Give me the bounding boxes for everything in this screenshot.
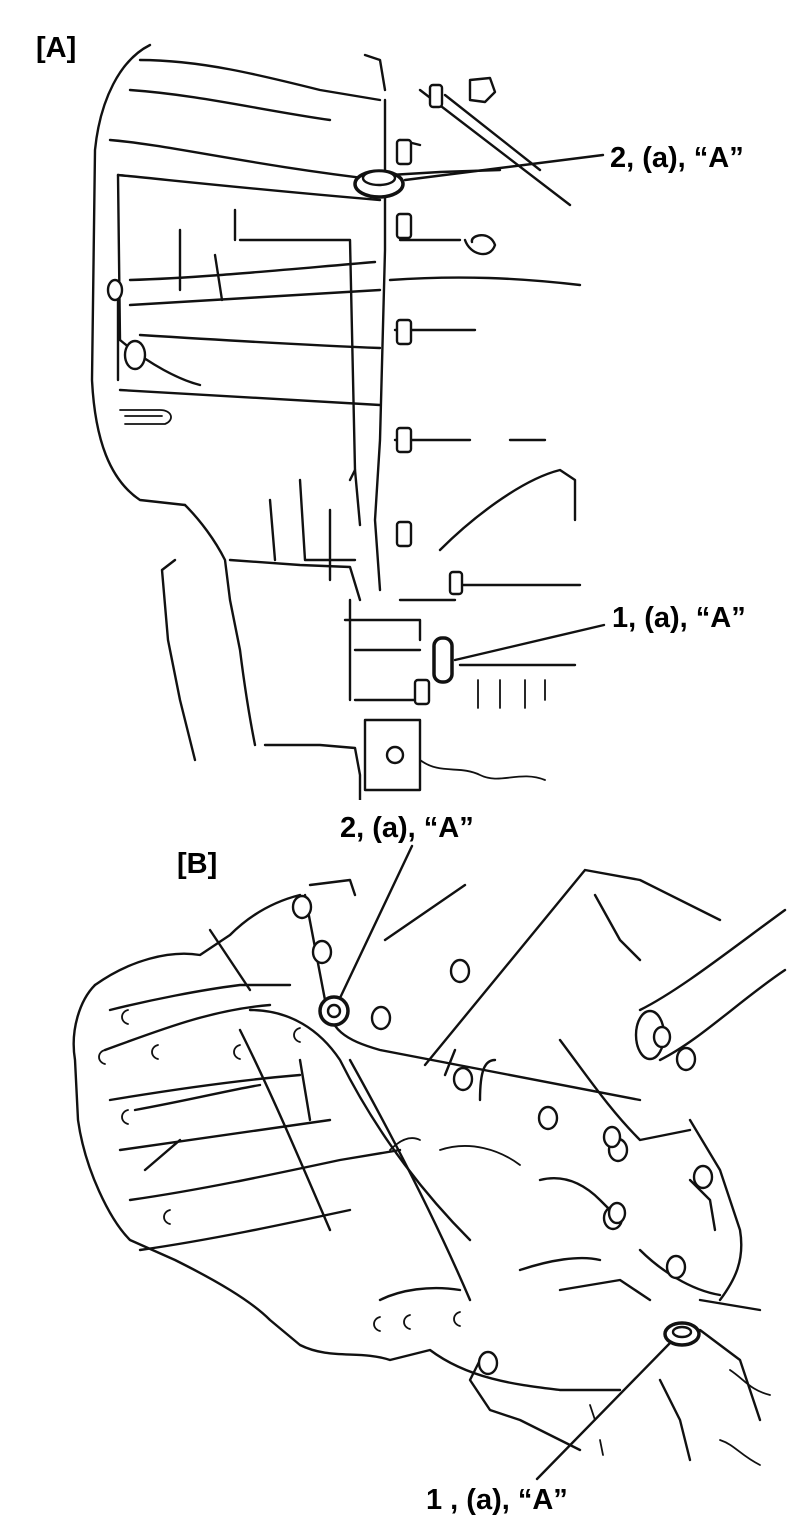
- view-a-leader-1: [453, 623, 606, 662]
- view-b-leader-1: [535, 1341, 672, 1481]
- view-a-drawing: [90, 43, 606, 800]
- view-a-callout-plug-1: 1, (a), “A”: [612, 602, 746, 634]
- view-a-callout-plug-2: 2, (a), “A”: [610, 142, 744, 174]
- view-a-plug-1: [432, 636, 454, 684]
- view-a-housing-outline: [90, 43, 187, 507]
- view-b-label: [B]: [177, 848, 218, 880]
- view-b-leader-2: [338, 844, 414, 1000]
- view-a-label: [A]: [36, 32, 77, 64]
- view-b-callout-plug-1: 1 , (a), “A”: [426, 1484, 568, 1516]
- view-b-housing-outline: [72, 983, 622, 1392]
- view-a-leader-2: [403, 153, 605, 182]
- view-b-callout-plug-2: 2, (a), “A”: [340, 812, 474, 844]
- view-a-flange: [373, 98, 387, 592]
